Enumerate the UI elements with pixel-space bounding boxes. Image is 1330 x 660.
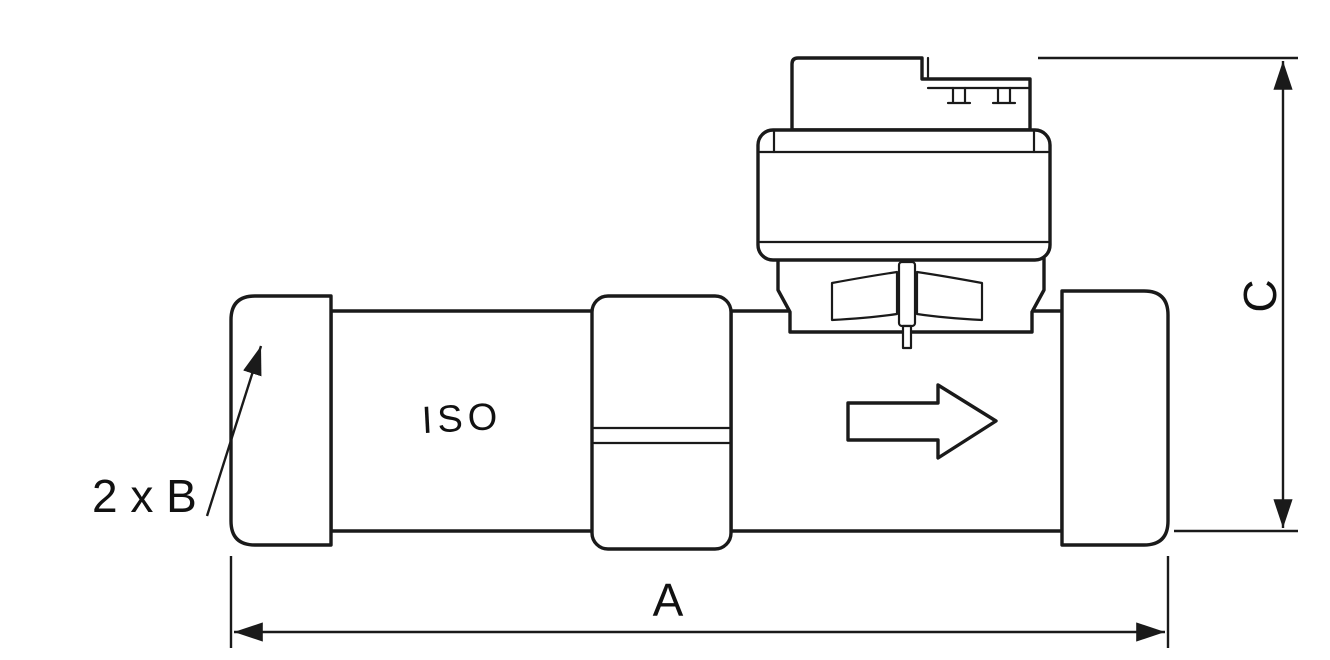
terminal-pins <box>946 86 1017 105</box>
hex-nut-outline <box>590 294 733 551</box>
dimension-a: A <box>229 556 1170 648</box>
dimension-c: C <box>1038 56 1298 533</box>
stem-pin <box>901 324 913 350</box>
left-port-fitting <box>229 294 333 547</box>
dimension-a-label: A <box>653 574 684 626</box>
actuator-coupling <box>830 260 984 350</box>
iso-marking: ISO <box>421 396 504 442</box>
terminal-pin <box>946 86 972 105</box>
flow-direction-arrow <box>846 383 998 460</box>
actuator-top-cap <box>790 56 1032 132</box>
dimension-c-label: C <box>1234 279 1286 312</box>
actuator <box>756 56 1052 350</box>
coupling-left-wing <box>830 270 899 322</box>
housing-corner-ticks <box>772 129 1036 154</box>
port-note-label: 2 x B <box>92 470 197 522</box>
right-port-fitting <box>1060 289 1170 547</box>
actuator-stem <box>897 260 917 328</box>
coupling-right-wing <box>915 270 984 322</box>
terminal-pin <box>991 86 1017 105</box>
left-pipe-section <box>329 309 595 533</box>
leader-2xb: 2 x B <box>92 345 263 522</box>
center-hex-nut <box>590 294 733 551</box>
leader-line <box>205 345 263 517</box>
actuator-housing <box>756 128 1052 262</box>
valve-body <box>229 289 1170 551</box>
